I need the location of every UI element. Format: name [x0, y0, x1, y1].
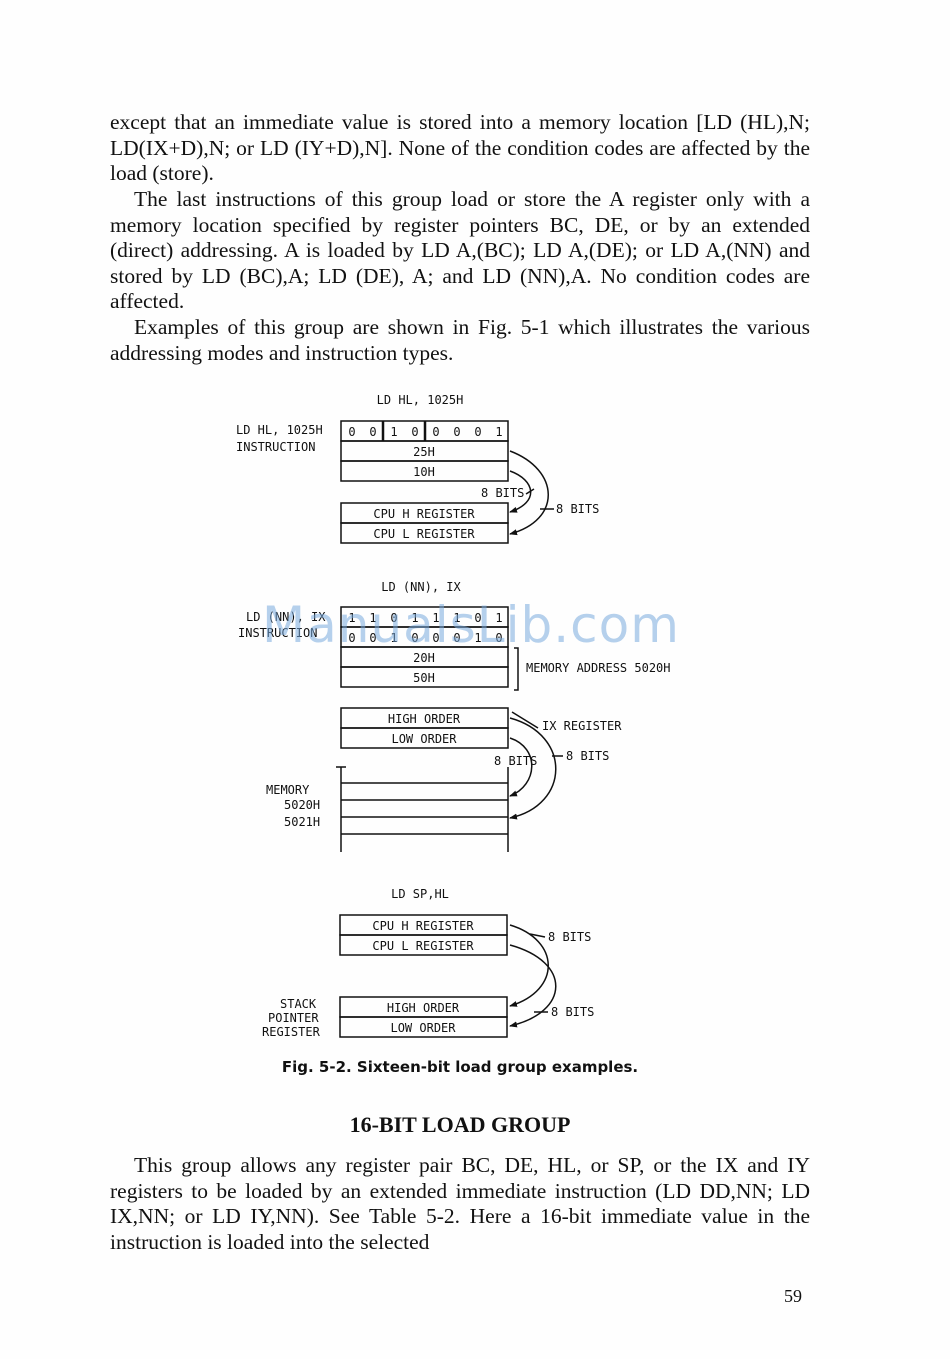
ex2-instruction-label: INSTRUCTION [238, 626, 317, 640]
ex3-l-register-box [339, 934, 508, 956]
ex2-op1-bit-0: 1 [348, 611, 355, 625]
paragraph-examples: Examples of this group are shown in Fig.… [110, 315, 810, 365]
ex1-l-register-box [340, 522, 509, 544]
ex2-memory-address: MEMORY ADDRESS 5020H [526, 661, 671, 675]
ex3-stack-label: STACK [280, 997, 317, 1011]
ex3-l-register: CPU L REGISTER [372, 939, 474, 953]
ex1-bit-5: 0 [453, 425, 460, 439]
ex1-title: LD HL, 1025H [377, 393, 464, 407]
paragraph-a-register: The last instructions of this group load… [110, 187, 810, 314]
paragraph-16bit-load: This group allows any register pair BC, … [110, 1153, 810, 1254]
ex2-op1-bit-7: 1 [495, 611, 502, 625]
ex2-op1-bit-1: 1 [369, 611, 376, 625]
ex1-bit-2: 1 [390, 425, 397, 439]
ex3-bits-label-b: 8 BITS [551, 1005, 594, 1019]
ex2-title: LD (NN), IX [381, 580, 461, 594]
page-number: 59 [784, 1286, 802, 1306]
ex2-op1-bit-6: 0 [474, 611, 481, 625]
ex2-op2-bit-1: 0 [369, 631, 376, 645]
ex3-title: LD SP,HL [391, 887, 449, 901]
ex1-bit-0: 0 [348, 425, 355, 439]
ex1-bit-3: 0 [411, 425, 418, 439]
ex1-bit-1: 0 [369, 425, 376, 439]
ex1-byte3: 10H [413, 465, 435, 479]
ex2-op2-bit-3: 0 [411, 631, 418, 645]
ex3-register-label: REGISTER [262, 1025, 321, 1039]
ex2-addr-5021: 5021H [284, 815, 320, 829]
ex1-bits-label-b: 8 BITS [556, 502, 599, 516]
ex2-byte3: 20H [413, 651, 435, 665]
ex1-side-label: LD HL, 1025H [236, 423, 323, 437]
ex2-op1-bit-4: 1 [432, 611, 439, 625]
paragraph-continuation: except that an immediate value is stored… [110, 110, 810, 186]
figure-5-2: LD HL, 1025H LD HL, 1025H INSTRUCTION 0 … [236, 393, 671, 1039]
section-heading: 16-BIT LOAD GROUP [349, 1112, 571, 1137]
ex2-op2-bit-4: 0 [432, 631, 439, 645]
ex2-high-order: HIGH ORDER [388, 712, 461, 726]
ex2-op2-bit-0: 0 [348, 631, 355, 645]
ex2-ix-register: IX REGISTER [542, 719, 622, 733]
ex1-instruction-label: INSTRUCTION [236, 440, 315, 454]
ex2-address-brace [514, 647, 519, 691]
ex2-op2-bit-2: 1 [390, 631, 397, 645]
ex2-low-order: LOW ORDER [391, 732, 457, 746]
ex1-h-register: CPU H REGISTER [373, 507, 475, 521]
ex2-memory-block [336, 766, 509, 852]
ex2-op2-bit-7: 0 [495, 631, 502, 645]
ex3-low-order: LOW ORDER [390, 1021, 456, 1035]
ex1-byte3-box [340, 460, 509, 482]
ex2-op1-bit-3: 1 [411, 611, 418, 625]
ex2-op2-bit-5: 0 [453, 631, 460, 645]
ex1-byte2: 25H [413, 445, 435, 459]
ex3-low-order-box [339, 1016, 508, 1038]
ex3-h-register: CPU H REGISTER [372, 919, 474, 933]
ex2-byte4-box [340, 666, 509, 688]
ex1-l-register: CPU L REGISTER [373, 527, 475, 541]
ex1-bit-7: 1 [495, 425, 502, 439]
ex2-byte4: 50H [413, 671, 435, 685]
ex2-op1-bit-5: 1 [453, 611, 460, 625]
ex2-bits-label-a: 8 BITS [494, 754, 537, 768]
ex2-memory-label: MEMORY [266, 783, 310, 797]
ex2-op2-bit-6: 1 [474, 631, 481, 645]
ex2-low-order-box [340, 727, 509, 749]
watermark: ManualsLib.com [262, 596, 680, 654]
ex1-bit-4: 0 [432, 425, 439, 439]
ex2-bits-label-b: 8 BITS [566, 749, 609, 763]
ex3-bits-label-a: 8 BITS [548, 930, 591, 944]
ex1-bits-label-a: 8 BITS [481, 486, 524, 500]
ex3-high-order: HIGH ORDER [387, 1001, 460, 1015]
ex1-bit-6: 0 [474, 425, 481, 439]
ex2-side-label: LD (NN), IX [246, 610, 326, 624]
ex2-addr-5020: 5020H [284, 798, 320, 812]
figure-caption: Fig. 5-2. Sixteen-bit load group example… [281, 1058, 639, 1076]
ex3-pointer-label: POINTER [268, 1011, 319, 1025]
ex2-op1-bit-2: 0 [390, 611, 397, 625]
